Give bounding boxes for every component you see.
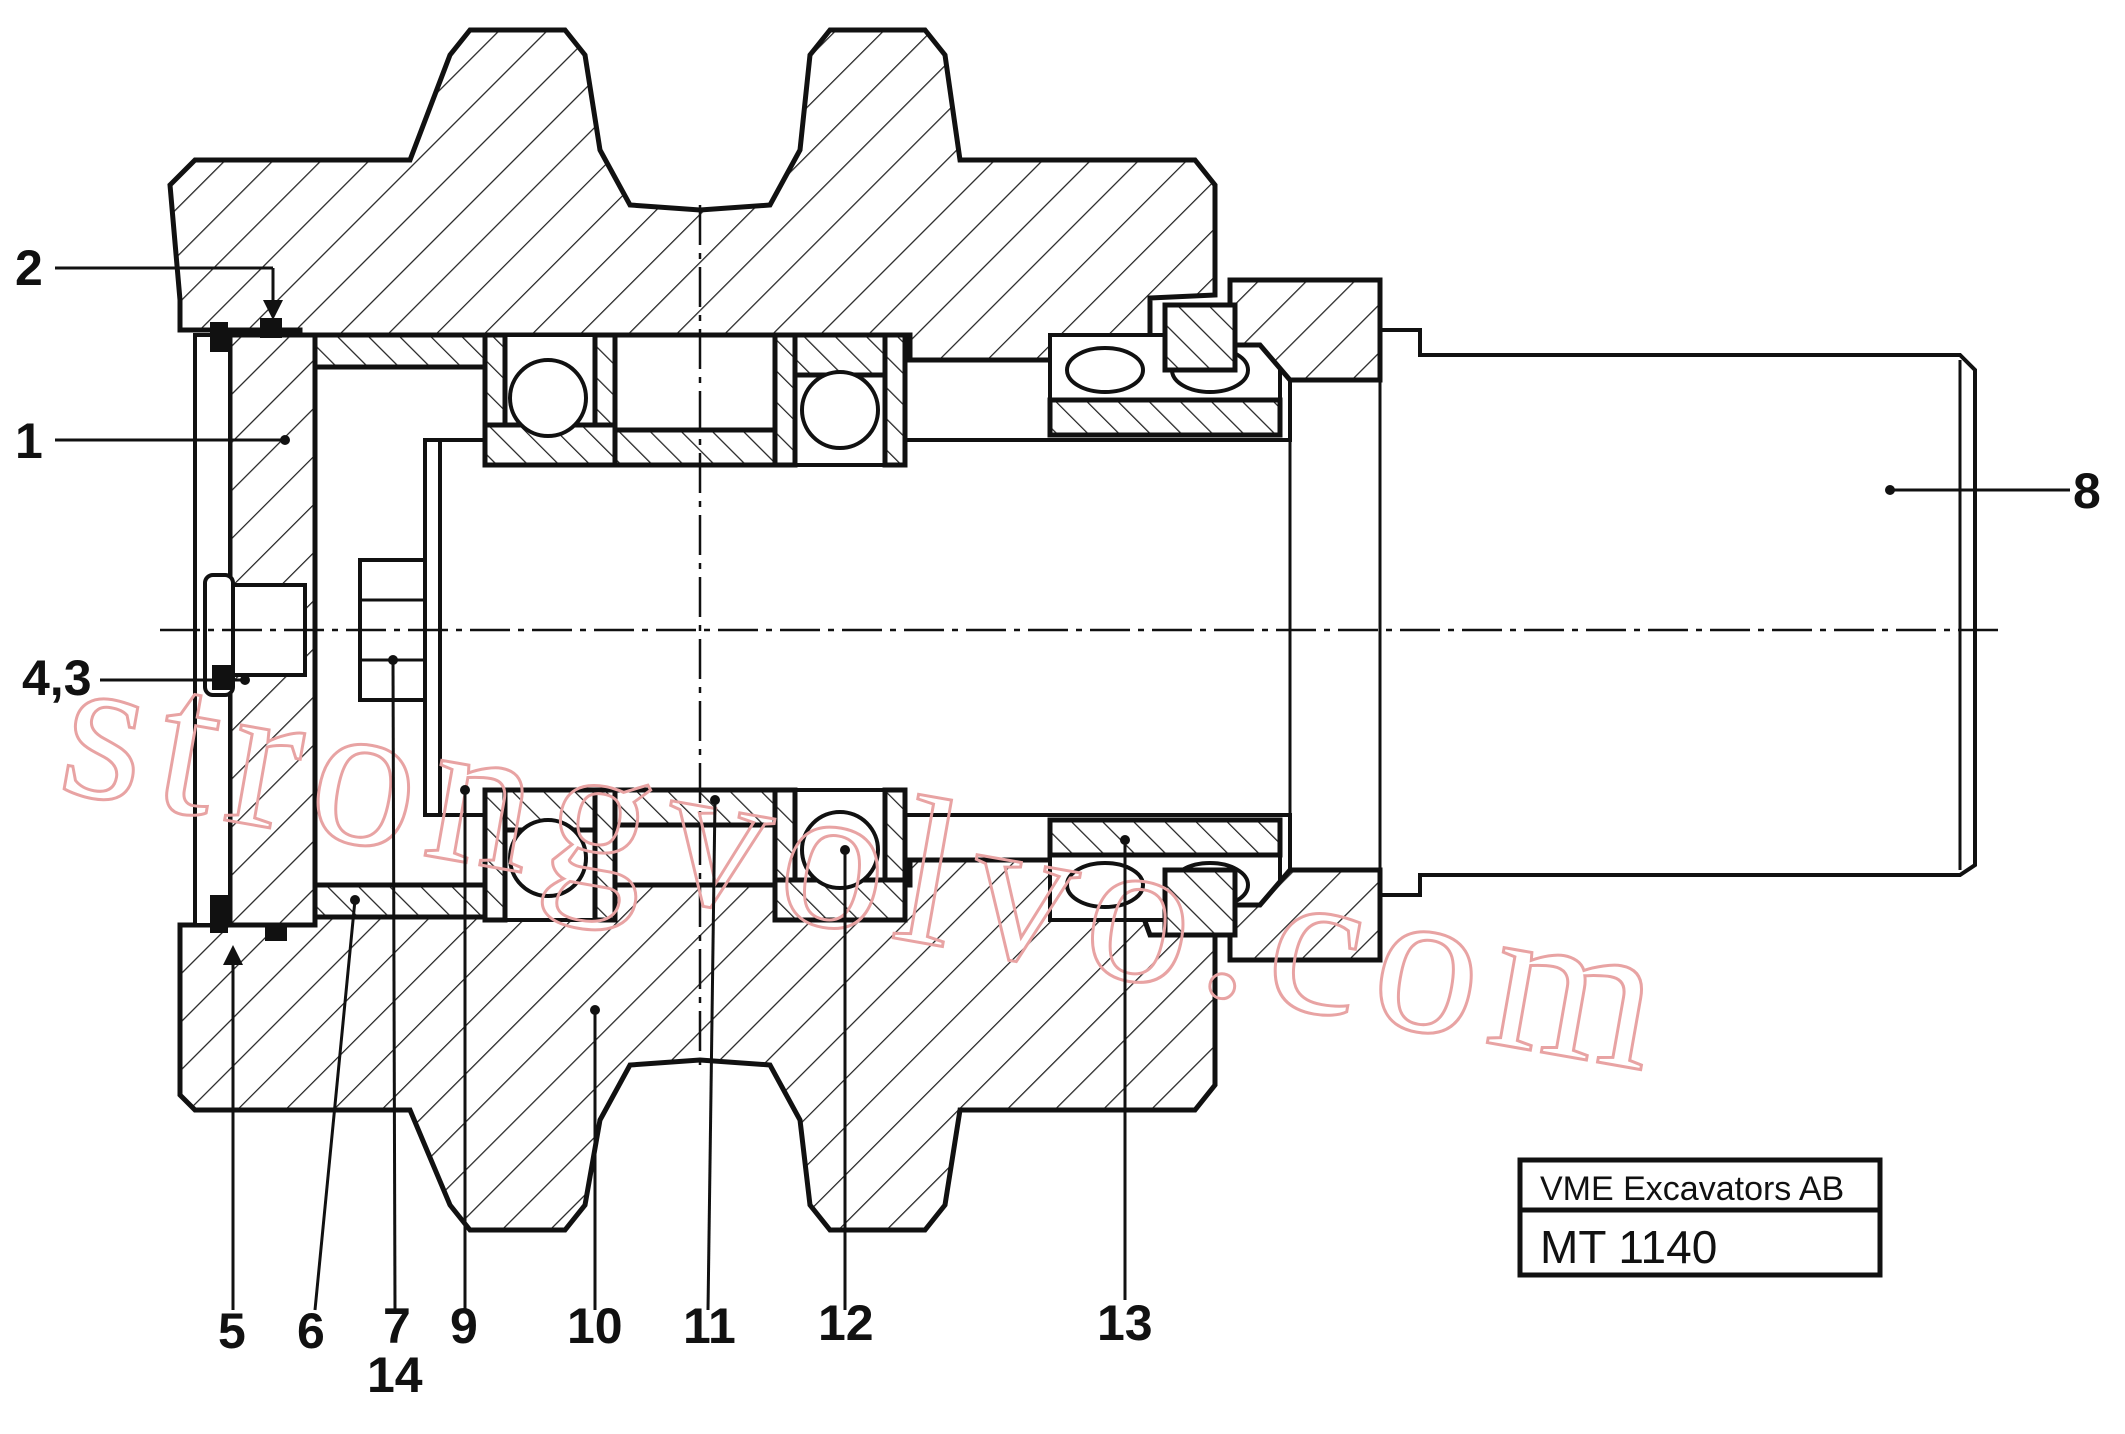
callout-13: 13 [1097, 1295, 1153, 1351]
callout-9: 9 [450, 1298, 478, 1354]
callout-12: 12 [818, 1295, 874, 1351]
callout-14: 14 [367, 1347, 423, 1403]
callout-4-3: 4,3 [22, 650, 92, 706]
callout-2: 2 [15, 240, 43, 296]
callout-11: 11 [683, 1298, 736, 1354]
callout-7: 7 [383, 1298, 411, 1354]
roller-body-upper [167, 27, 1218, 363]
lock-washer [423, 438, 442, 817]
seal-collar-bottom [1227, 867, 1383, 963]
bearing-left [482, 332, 618, 923]
title-block-company: VME Excavators AB [1540, 1170, 1844, 1208]
spacer-sleeve-top [307, 332, 488, 370]
distance-ring-top [612, 427, 778, 468]
roller-body-lower [177, 857, 1218, 1233]
callout-5: 5 [218, 1303, 246, 1359]
callout-8: 8 [2073, 463, 2101, 519]
seal-ring [1162, 302, 1238, 373]
title-block: VME Excavators AB MT 1140 [1517, 1157, 1883, 1278]
callout-6: 6 [297, 1303, 325, 1359]
callout-1: 1 [15, 413, 43, 469]
title-block-drawing-number: MT 1140 [1540, 1221, 1717, 1273]
bearing-right [772, 332, 908, 923]
callout-10: 10 [567, 1298, 623, 1354]
leader-lines [55, 266, 2070, 1311]
